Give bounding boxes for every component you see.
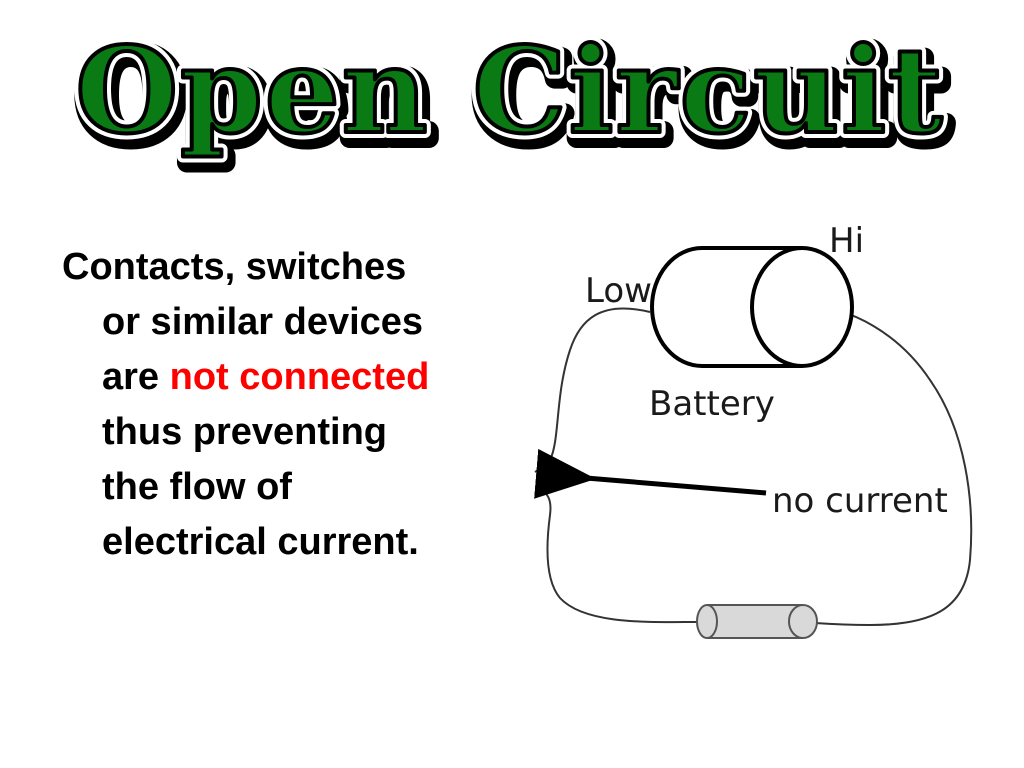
title-text: Open Circuit <box>75 21 944 160</box>
battery-icon <box>650 246 854 368</box>
body-line-5: the flow of <box>102 466 292 508</box>
title-text-outline: Open Circuit <box>75 21 944 160</box>
label-no-current: no current <box>772 481 948 521</box>
wire-left-lower <box>536 486 699 624</box>
highlight-not-connected: not connected <box>169 356 430 398</box>
wire-left-upper <box>534 307 651 473</box>
body-line-3-prefix: are <box>102 356 170 398</box>
body-line-4: thus preventing <box>102 411 388 453</box>
body-paragraph: Contacts, switches or similar devices ar… <box>62 240 532 570</box>
body-line-3: are not connected <box>62 350 532 405</box>
arrow-icon <box>534 448 767 499</box>
title-text-shadow: Open Circuit <box>79 27 948 166</box>
body-line-6: electrical current. <box>102 521 419 563</box>
body-line-1: Contacts, switches <box>62 246 407 288</box>
label-low: Low <box>585 271 652 311</box>
slide-title: Open Circuit Open Circuit Open Circuit <box>69 15 956 176</box>
wire-right <box>805 305 973 627</box>
label-battery: Battery <box>649 384 775 424</box>
body-line-2: or similar devices <box>102 301 424 343</box>
label-hi: Hi <box>829 221 864 261</box>
resistor-icon <box>696 604 818 639</box>
